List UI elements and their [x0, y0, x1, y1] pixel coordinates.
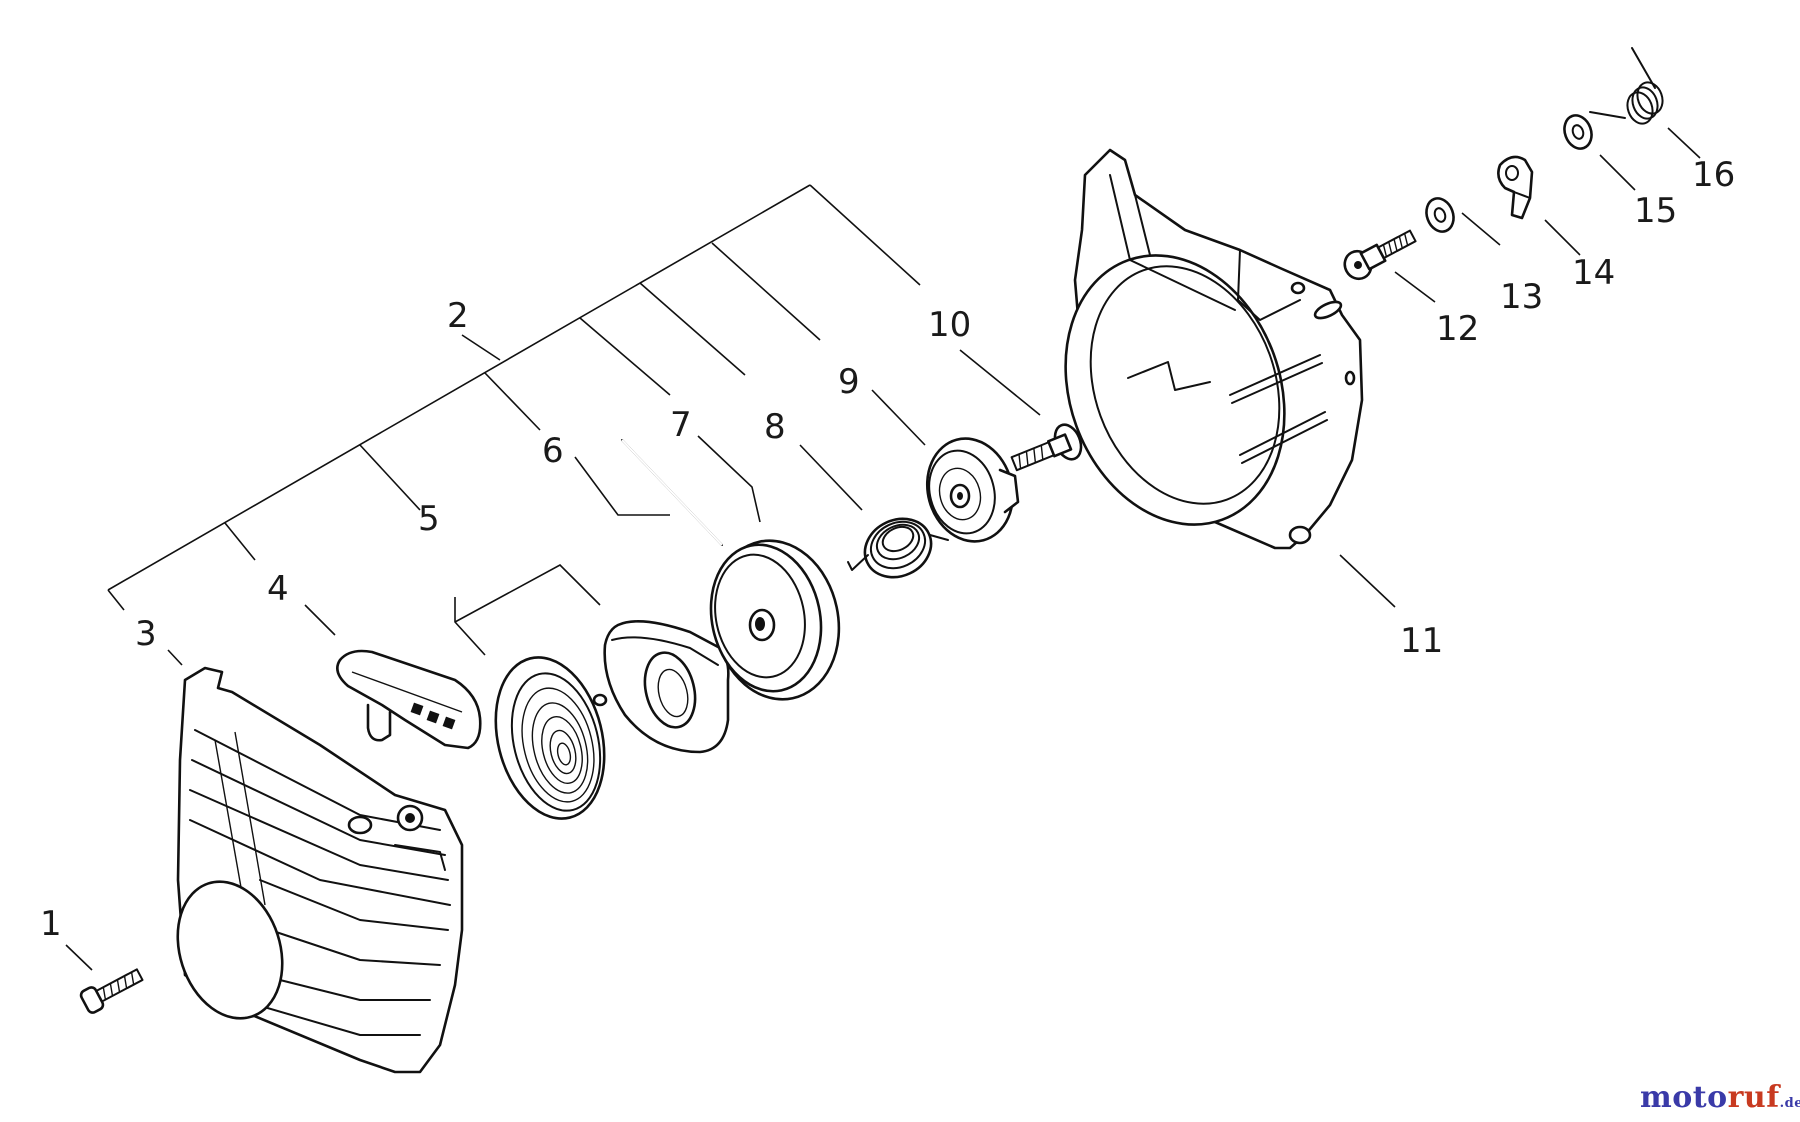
- callout-13: 13: [1500, 277, 1543, 317]
- callout-15: 15: [1634, 191, 1677, 231]
- callout-11: 11: [1400, 621, 1443, 661]
- callout-12: 12: [1436, 309, 1479, 349]
- part-16-torsion-spring: [1589, 47, 1664, 125]
- callout-1: 1: [40, 904, 62, 944]
- callout-2: 2: [447, 296, 469, 336]
- callout-5: 5: [418, 499, 440, 539]
- callout-9: 9: [838, 362, 860, 402]
- leader-lines: [65, 127, 1701, 971]
- watermark-logo: motoruf.de: [1640, 1080, 1800, 1115]
- part-8-pulley-spring: [847, 517, 949, 579]
- callout-7: 7: [670, 405, 692, 445]
- callout-6: 6: [542, 431, 564, 471]
- callout-3: 3: [135, 614, 157, 654]
- callout-4: 4: [267, 569, 289, 609]
- part-9-ratchet: [925, 437, 1020, 543]
- part-7-pulley: [709, 539, 841, 701]
- part-11-fan-housing: [1064, 148, 1364, 550]
- part-1-screw: [79, 968, 144, 1014]
- part-10-center-bolt: [1010, 423, 1083, 472]
- callout-labels: 1 2 3 4 5 6 7 8 9 10 11 12 13 14 15 16: [40, 155, 1735, 944]
- part-4-starter-handle: [336, 649, 482, 750]
- assembly-bracket: [107, 184, 921, 611]
- part-12-bolt: [1343, 229, 1417, 281]
- part-7-rope: [621, 439, 723, 546]
- callout-14: 14: [1572, 253, 1615, 293]
- part-6-spring-case: [592, 620, 730, 754]
- part-5-recoil-spring: [494, 656, 606, 820]
- callout-8: 8: [764, 407, 786, 447]
- part-3-starter-cover: [176, 666, 464, 1074]
- part-15-washer: [1563, 114, 1593, 150]
- part-14-pawl: [1497, 155, 1534, 220]
- callout-10: 10: [928, 305, 971, 345]
- callout-16: 16: [1692, 155, 1735, 195]
- part-13-washer: [1425, 197, 1455, 233]
